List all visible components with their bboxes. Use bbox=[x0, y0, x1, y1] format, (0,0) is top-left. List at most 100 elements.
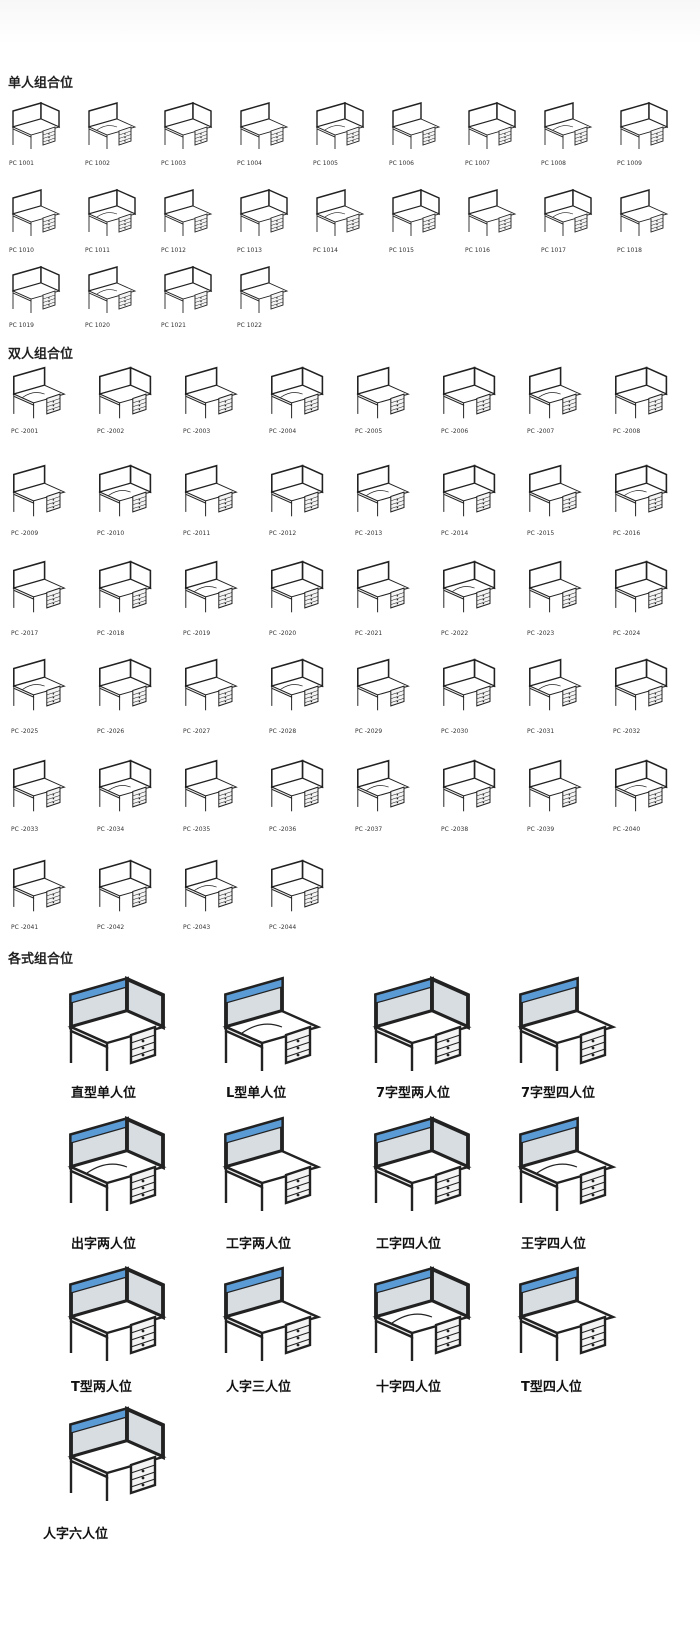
workstation-drawing bbox=[163, 101, 213, 149]
model-code: PC -2010 bbox=[97, 530, 125, 537]
thumb-double: PC -2044 bbox=[263, 855, 329, 931]
model-code: PC 1016 bbox=[465, 247, 490, 254]
model-code: PC -2036 bbox=[269, 826, 297, 833]
model-code: PC -2040 bbox=[613, 826, 641, 833]
workstation-drawing bbox=[619, 189, 669, 236]
thumb-double: PC -2026 bbox=[91, 654, 157, 735]
thumb-double: PC -2039 bbox=[521, 755, 587, 833]
combo-illustration: 出字两人位 bbox=[55, 1115, 175, 1252]
workstation-drawing bbox=[98, 658, 152, 711]
workstation-drawing bbox=[222, 976, 322, 1071]
workstation-drawing bbox=[12, 366, 66, 419]
workstation-drawing bbox=[184, 759, 238, 812]
workstation-drawing bbox=[356, 759, 410, 812]
model-code: PC 1012 bbox=[161, 247, 186, 254]
thumb-single: PC 1011 bbox=[81, 187, 141, 254]
workstation-drawing bbox=[356, 464, 410, 517]
combo-label: 7字型四人位 bbox=[521, 1086, 596, 1101]
section-title-double: 双人组合位 bbox=[8, 347, 74, 362]
workstation-drawing bbox=[528, 560, 582, 613]
workstation-drawing bbox=[356, 560, 410, 613]
thumb-double: PC -2023 bbox=[521, 556, 587, 637]
model-code: PC 1020 bbox=[85, 322, 110, 329]
thumb-single: PC 1019 bbox=[5, 264, 65, 329]
workstation-drawing bbox=[270, 366, 324, 419]
combo-illustration: L型单人位 bbox=[210, 975, 330, 1101]
workstation-drawing bbox=[270, 560, 324, 613]
top-band bbox=[0, 0, 700, 44]
workstation-drawing bbox=[619, 101, 669, 149]
model-code: PC -2012 bbox=[269, 530, 297, 537]
model-code: PC -2032 bbox=[613, 728, 641, 735]
model-code: PC 1017 bbox=[541, 247, 566, 254]
workstation-drawing bbox=[184, 464, 238, 517]
workstation-drawing bbox=[222, 1266, 322, 1361]
model-code: PC 1014 bbox=[313, 247, 338, 254]
workstation-drawing bbox=[184, 859, 238, 912]
workstation-drawing bbox=[98, 366, 152, 419]
thumb-double: PC -2020 bbox=[263, 556, 329, 637]
combo-illustration: 7字型两人位 bbox=[360, 975, 480, 1101]
thumb-single: PC 1014 bbox=[309, 187, 369, 254]
workstation-drawing bbox=[315, 189, 365, 236]
combo-illustration: T型两人位 bbox=[55, 1265, 175, 1395]
combo-label: T型两人位 bbox=[71, 1380, 132, 1395]
thumb-single: PC 1013 bbox=[233, 187, 293, 254]
model-code: PC -2037 bbox=[355, 826, 383, 833]
workstation-drawing bbox=[356, 658, 410, 711]
model-code: PC 1010 bbox=[9, 247, 34, 254]
model-code: PC 1002 bbox=[85, 160, 110, 167]
combo-label: 人字六人位 bbox=[43, 1527, 109, 1542]
model-code: PC -2002 bbox=[97, 428, 125, 435]
thumb-double: PC -2009 bbox=[5, 460, 71, 537]
model-code: PC -2004 bbox=[269, 428, 297, 435]
workstation-drawing bbox=[184, 560, 238, 613]
model-code: PC -2021 bbox=[355, 630, 383, 637]
workstation-drawing bbox=[87, 188, 137, 236]
workstation-drawing bbox=[467, 101, 517, 149]
thumb-double: PC -2038 bbox=[435, 755, 501, 833]
workstation-drawing bbox=[528, 759, 582, 812]
model-code: PC 1004 bbox=[237, 160, 262, 167]
thumb-single: PC 1006 bbox=[385, 100, 445, 167]
model-code: PC -2035 bbox=[183, 826, 211, 833]
thumb-single: PC 1021 bbox=[157, 264, 217, 329]
thumb-double: PC -2032 bbox=[607, 654, 673, 735]
workstation-drawing bbox=[67, 1406, 167, 1501]
model-code: PC -2013 bbox=[355, 530, 383, 537]
workstation-drawing bbox=[98, 464, 152, 517]
thumb-single: PC 1015 bbox=[385, 187, 445, 254]
model-code: PC -2042 bbox=[97, 924, 125, 931]
workstation-drawing bbox=[528, 366, 582, 419]
thumb-single: PC 1002 bbox=[81, 100, 141, 167]
workstation-drawing bbox=[98, 560, 152, 613]
thumb-double: PC -2041 bbox=[5, 855, 71, 931]
thumb-double: PC -2022 bbox=[435, 556, 501, 637]
model-code: PC -2020 bbox=[269, 630, 297, 637]
thumb-double: PC -2019 bbox=[177, 556, 243, 637]
thumb-single: PC 1005 bbox=[309, 100, 369, 167]
workstation-drawing bbox=[67, 976, 167, 1071]
model-code: PC 1005 bbox=[313, 160, 338, 167]
thumb-double: PC -2005 bbox=[349, 362, 415, 435]
combo-label: T型四人位 bbox=[521, 1380, 582, 1395]
workstation-drawing bbox=[11, 189, 61, 236]
model-code: PC -2014 bbox=[441, 530, 469, 537]
thumb-double: PC -2006 bbox=[435, 362, 501, 435]
model-code: PC -2025 bbox=[11, 728, 39, 735]
thumb-double: PC -2021 bbox=[349, 556, 415, 637]
combo-illustration: T型四人位 bbox=[505, 1265, 625, 1395]
combo-label: 人字三人位 bbox=[226, 1380, 292, 1395]
model-code: PC -2044 bbox=[269, 924, 297, 931]
workstation-drawing bbox=[517, 1266, 617, 1361]
model-code: PC -2011 bbox=[183, 530, 211, 537]
model-code: PC 1009 bbox=[617, 160, 642, 167]
model-code: PC -2041 bbox=[11, 924, 39, 931]
model-code: PC -2043 bbox=[183, 924, 211, 931]
workstation-drawing bbox=[517, 976, 617, 1071]
workstation-drawing bbox=[163, 189, 213, 236]
workstation-drawing bbox=[270, 658, 324, 711]
workstation-drawing bbox=[98, 859, 152, 912]
workstation-drawing bbox=[12, 560, 66, 613]
workstation-drawing bbox=[12, 658, 66, 711]
